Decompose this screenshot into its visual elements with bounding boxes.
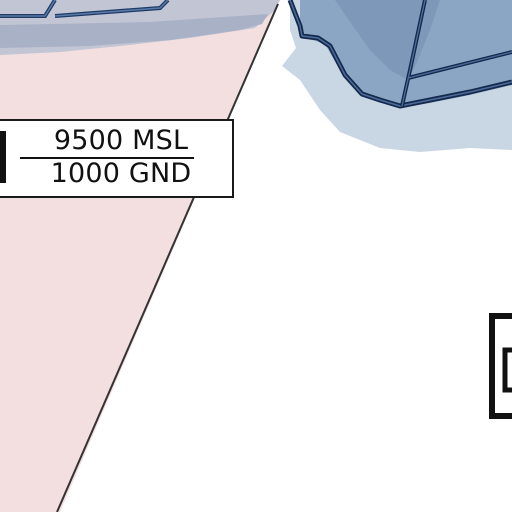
airspace-boundary-line — [56, 3, 279, 512]
water-connector-inner — [401, 0, 512, 107]
map-symbol-frame — [489, 313, 512, 419]
upper-left-shadow — [0, 14, 268, 48]
altitude-block-marker — [0, 131, 6, 183]
map-symbol-inner — [502, 347, 512, 393]
upper-left-outline-inner — [0, 0, 169, 17]
shoreline-inner — [289, 0, 512, 107]
altitude-ceiling-label: 9500 MSL — [53, 125, 189, 156]
altitude-divider — [20, 157, 194, 159]
altitude-block: 9500 MSL 1000 GND — [0, 119, 234, 198]
water-halo-tongue — [284, 58, 330, 82]
altitude-floor-label: 1000 GND — [50, 158, 192, 189]
airspace-shading — [0, 0, 280, 512]
